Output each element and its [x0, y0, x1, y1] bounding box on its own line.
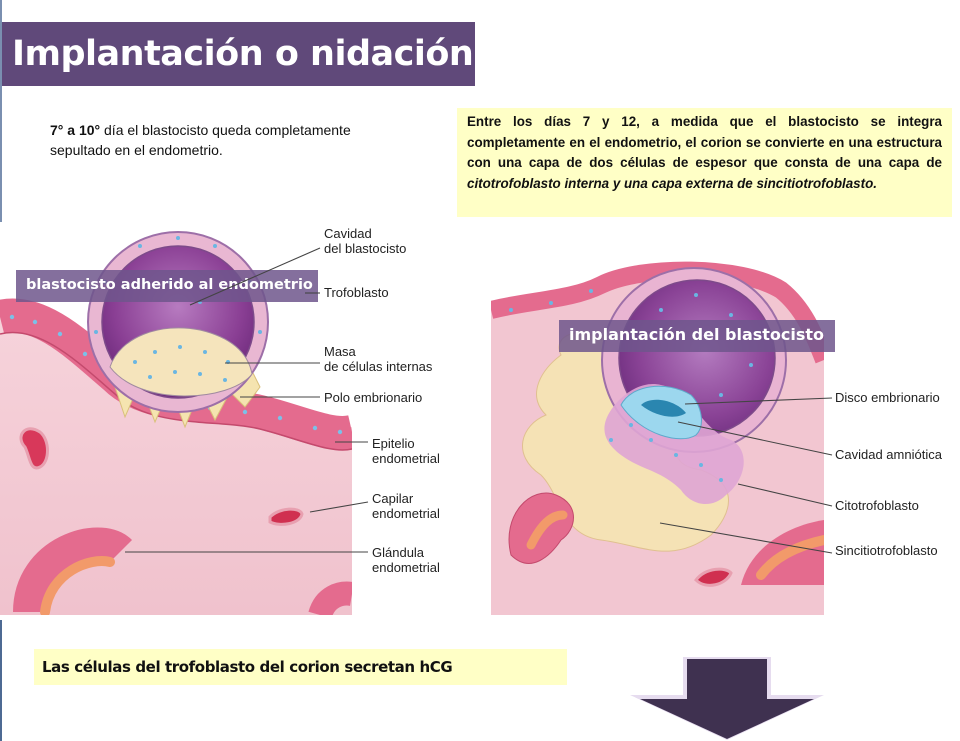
- blastocyst-implantation-illustration: [491, 255, 824, 615]
- label-line: Glándula: [372, 545, 425, 560]
- explanation-note: Entre los días 7 y 12, a medida que el b…: [457, 108, 952, 217]
- note-italic-text: citotrofoblasto interna y una capa exter…: [467, 175, 877, 191]
- slide-edge-accent-top: [0, 0, 2, 222]
- label-line: de células internas: [324, 359, 433, 374]
- figure-blastocyst-implantation: [491, 255, 824, 615]
- label-syncytiotrophoblast: Sincitiotrofoblasto: [835, 543, 938, 558]
- label-line: del blastocisto: [324, 241, 407, 256]
- down-arrow-icon: [626, 655, 826, 741]
- label-line: endometrial: [372, 506, 440, 521]
- label-line: Cavidad: [324, 226, 372, 241]
- intro-text: 7° a 10° día el blastocisto queda comple…: [50, 120, 390, 160]
- label-line: Capilar: [372, 491, 414, 506]
- slide-edge-accent-bottom: [0, 620, 2, 741]
- intro-body: día el blastocisto queda completamente s…: [50, 122, 351, 158]
- note-plain-text: Entre los días 7 y 12, a medida que el b…: [467, 114, 942, 171]
- label-amniotic-cavity: Cavidad amniótica: [835, 447, 942, 462]
- label-trophoblast: Trofoblasto: [324, 285, 389, 300]
- label-line: endometrial: [372, 560, 440, 575]
- slide-title: Implantación o nidación: [2, 22, 475, 86]
- label-embryonic-pole: Polo embrionario: [324, 390, 423, 405]
- label-line: Masa: [324, 344, 356, 359]
- label-embryonic-disc: Disco embrionario: [835, 390, 940, 405]
- hcg-secretion-note: Las células del trofoblasto del corion s…: [34, 649, 567, 685]
- right-figure-leader-lines: [659, 397, 833, 554]
- label-line: endometrial: [372, 451, 440, 466]
- overlay-label-blastocyst-attached: blastocisto adherido al endometrio: [16, 270, 318, 302]
- label-cytotrophoblast: Citotrofoblasto: [835, 498, 919, 513]
- left-figure-leader-lines: [125, 247, 369, 553]
- label-line: Epitelio: [372, 436, 415, 451]
- intro-bold-prefix: 7° a 10°: [50, 122, 101, 138]
- overlay-label-blastocyst-implantation: implantación del blastocisto: [559, 320, 835, 352]
